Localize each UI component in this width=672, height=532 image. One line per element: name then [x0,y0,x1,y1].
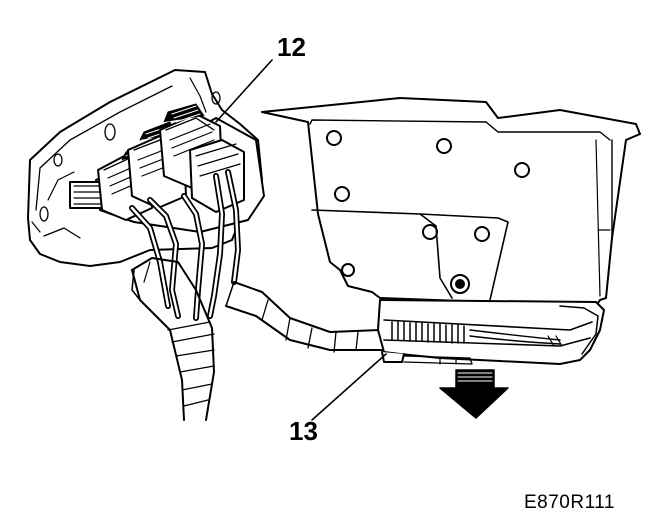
callout-13: 13 [289,416,318,446]
leader-line-13 [311,353,387,421]
leader-line-12 [215,59,273,123]
callout-12: 12 [277,32,306,62]
down-arrow-icon [439,369,509,419]
control-unit-plate [261,97,641,307]
wiring-harness [129,169,383,421]
figure-reference: E870R111 [524,492,615,513]
harness-channel [377,299,605,365]
